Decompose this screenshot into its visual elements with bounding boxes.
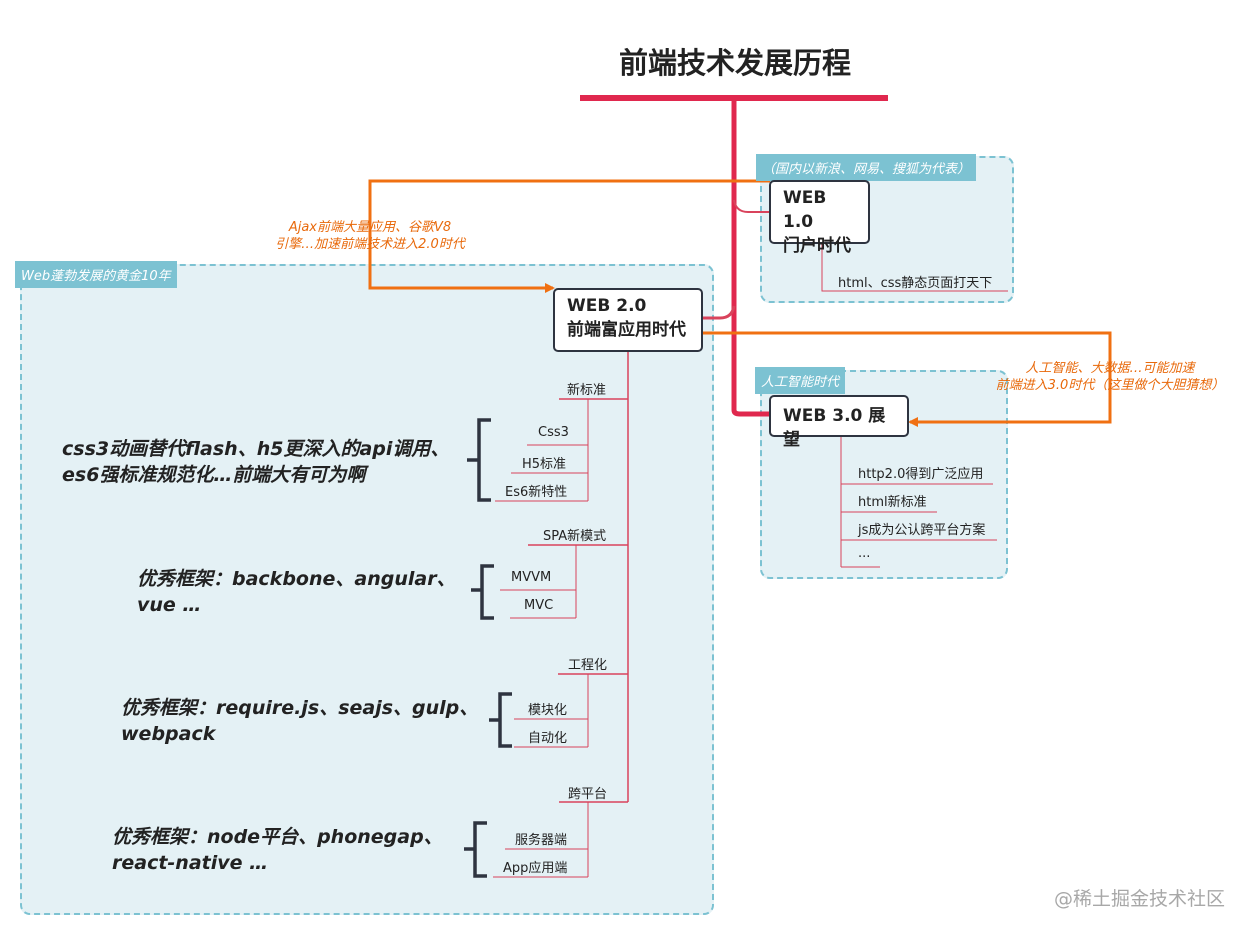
group3-child-lines [514,674,589,748]
web1-region-label: （国内以新浪、网易、搜狐为代表） [756,154,977,181]
group1-note: css3动画替代flash、h5更深入的api调用、 es6强标准规范化…前端大… [62,436,449,488]
group2-note-line1: 优秀框架：backbone、angular、 [137,568,456,590]
web2-group-lines [528,398,628,803]
group4-note-line1: 优秀框架：node平台、phonegap、 [112,826,443,848]
group2-child-1: MVC [524,598,554,613]
web3-child-1: html新标准 [858,495,927,510]
main-trunk [731,101,770,417]
group3-note: 优秀框架：require.js、seajs、gulp、 webpack [121,695,478,747]
web3-region-label: 人工智能时代 [755,367,846,394]
arrow-note-web1-web2-line2: 引擎…加速前端技术进入2.0时代 [275,237,465,252]
web3-child-0: http2.0得到广泛应用 [858,467,984,482]
bracket-1 [467,418,491,502]
web2-node[interactable]: WEB 2.0 前端富应用时代 [553,288,703,352]
web1-node-line2: 门户时代 [783,236,851,256]
web2-node-line2: 前端富应用时代 [567,320,686,340]
group2-note-line2: vue … [137,594,202,616]
group3-note-line1: 优秀框架：require.js、seajs、gulp、 [121,697,479,719]
arrow-web1-to-web2 [368,179,770,293]
branch-web1 [733,199,770,213]
bracket-4 [464,821,487,878]
group1-child-0: Css3 [538,425,569,440]
group2-child-0: MVVM [511,570,552,585]
page-title: 前端技术发展历程 [618,46,851,80]
web1-node-line1: WEB 1.0 [783,188,827,232]
group4-child-lines [493,802,589,878]
web3-child-2: js成为公认跨平台方案 [858,523,986,538]
title-underline [580,95,888,101]
group4-child-0: 服务器端 [515,833,568,848]
group4-note-line2: react-native … [112,852,269,874]
web3-child-3: ... [858,546,871,561]
arrow-web2-to-web3 [703,331,1112,427]
group1-note-line1: css3动画替代flash、h5更深入的api调用、 [62,438,450,460]
group3-label: 工程化 [568,658,608,673]
bracket-2 [471,564,494,620]
arrow-note-web2-web3: 人工智能、大数据…可能加速 前端进入3.0时代（这里做个大胆猜想） [985,360,1235,394]
web1-node[interactable]: WEB 1.0 门户时代 [769,180,870,256]
group4-child-1: App应用端 [503,861,568,876]
web1-child-lines [821,243,1008,292]
bracket-3 [489,692,512,748]
group3-note-line2: webpack [121,723,216,745]
group1-child-lines [495,399,589,502]
arrow-note-web1-web2: Ajax前端大量应用、谷歌V8 引擎…加速前端技术进入2.0时代 [270,219,470,253]
group2-label: SPA新模式 [543,529,607,544]
arrow-note-web1-web2-line1: Ajax前端大量应用、谷歌V8 [288,220,452,235]
web2-region-label: Web蓬勃发展的黄金10年 [15,261,177,288]
web3-child-lines [840,436,997,568]
group2-note: 优秀框架：backbone、angular、 vue … [137,566,456,618]
arrow-note-web2-web3-line2: 前端进入3.0时代（这里做个大胆猜想） [995,378,1225,393]
group2-child-lines [500,545,577,619]
watermark: @稀土掘金技术社区 [1054,888,1226,910]
arrow-note-web2-web3-line1: 人工智能、大数据…可能加速 [1025,361,1195,376]
group4-note: 优秀框架：node平台、phonegap、 react-native … [112,824,443,876]
web2-node-line1: WEB 2.0 [567,296,647,316]
branch-web2 [703,305,736,320]
group1-note-line2: es6强标准规范化…前端大有可为啊 [62,464,366,486]
group3-child-1: 自动化 [528,731,568,746]
group1-child-2: Es6新特性 [505,485,568,500]
group1-label: 新标准 [567,383,607,398]
web3-node-label: WEB 3.0 展望 [783,406,886,450]
group4-label: 跨平台 [568,787,608,802]
web3-node[interactable]: WEB 3.0 展望 [769,395,909,450]
group3-child-0: 模块化 [528,703,568,718]
group1-child-1: H5标准 [522,457,567,472]
web1-child-0: html、css静态页面打天下 [838,276,993,291]
